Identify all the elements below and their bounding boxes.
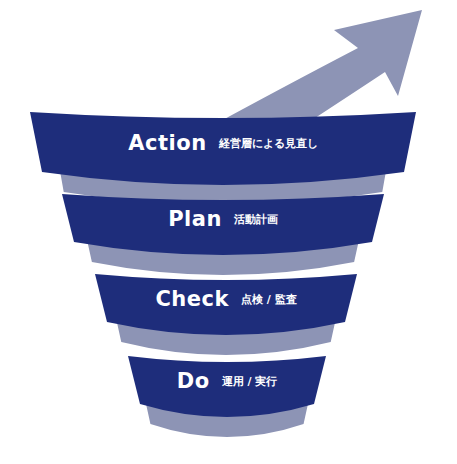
phase-name: Action xyxy=(128,131,206,155)
band-face xyxy=(62,194,384,255)
phase-description: 経営層による見直し xyxy=(219,136,318,151)
phase-name: Plan xyxy=(168,207,222,231)
band-face xyxy=(95,274,357,335)
pdca-band: Plan 活動計画 xyxy=(62,190,384,256)
phase-name: Do xyxy=(177,369,210,393)
band-label-row: Check 点検 / 監査 xyxy=(95,270,357,336)
phase-description: 点検 / 監査 xyxy=(241,292,297,307)
phase-description: 運用 / 実行 xyxy=(222,374,278,389)
band-shape xyxy=(62,190,384,256)
pdca-band: Check 点検 / 監査 xyxy=(95,270,357,336)
band-label-row: Do 運用 / 実行 xyxy=(128,352,326,418)
pdca-band: Action 経営層による見直し xyxy=(30,108,416,186)
band-label-row: Action 経営層による見直し xyxy=(30,108,416,186)
band-label-row: Plan 活動計画 xyxy=(62,190,384,256)
phase-description: 活動計画 xyxy=(234,212,278,227)
pdca-band: Do 運用 / 実行 xyxy=(128,352,326,418)
band-face xyxy=(128,356,326,417)
phase-name: Check xyxy=(155,287,229,311)
band-face xyxy=(30,112,416,185)
